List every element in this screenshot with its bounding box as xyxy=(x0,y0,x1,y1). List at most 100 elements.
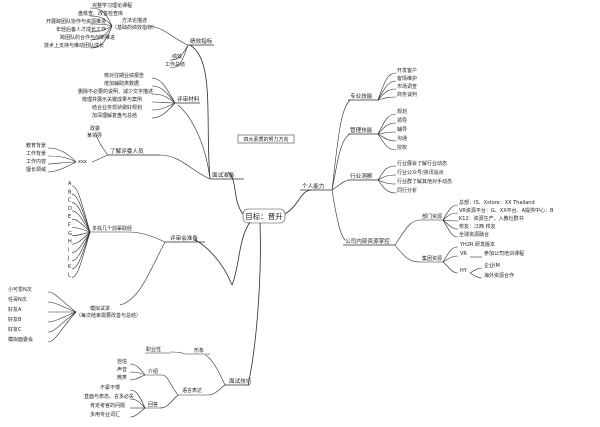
method-line xyxy=(149,25,189,46)
intro-item-line xyxy=(129,371,146,376)
mgmt-label: 管理技能 xyxy=(350,126,373,134)
interview-label: 面试技巧 xyxy=(229,377,252,385)
mgmt-item-line xyxy=(377,133,397,142)
perf-item-line xyxy=(89,25,113,41)
reviewer-item: 工作背景 xyxy=(26,150,46,157)
mock-item: 好友A xyxy=(8,306,22,313)
pro-item-line xyxy=(377,88,397,101)
industry-item-line xyxy=(377,179,397,185)
question-letter: G xyxy=(68,231,72,237)
intro-items: 自信 声音 微笑 xyxy=(117,358,146,381)
review-items: 核对往期业绩报告 增加辅助类数据 删除不必要的说明、减少文字描述 梳理并展示关键… xyxy=(78,72,176,119)
perf-branch-line xyxy=(189,44,211,180)
hy-item-line xyxy=(469,267,483,274)
perf-label: 绩效指标 xyxy=(190,37,213,45)
pro-item-line xyxy=(377,72,397,101)
review-item-line xyxy=(151,93,176,104)
reviewer-item-line xyxy=(47,161,77,173)
review-item-line xyxy=(151,102,176,111)
perf-item: 技术上支持与推动团队成长 xyxy=(44,42,104,49)
group-vr-label: YH2R 研发版本 xyxy=(459,241,495,248)
review-item-line xyxy=(151,77,176,104)
reviewer-item: 教育背景 xyxy=(26,142,46,149)
perf-item-line xyxy=(89,15,113,27)
leaf-line xyxy=(71,202,91,233)
internal-label: 公司内部资源掌控 xyxy=(345,237,390,245)
group-label: 集团资源 xyxy=(422,255,442,262)
pro-item-line xyxy=(377,80,397,101)
mgmt-branch-line xyxy=(331,133,351,191)
question-letter: I xyxy=(68,247,69,253)
image-line xyxy=(204,354,226,386)
pro-label: 专业技能 xyxy=(350,92,373,100)
mgmt-item-line xyxy=(377,131,397,135)
note-label: 四大素质的努力方向 xyxy=(243,136,288,143)
intro-item: 微笑 xyxy=(117,374,127,381)
industry-label: 行业洞察 xyxy=(350,172,373,180)
center-node: 目标：晋升 xyxy=(245,211,283,221)
reviewer-side-line xyxy=(91,154,109,163)
pro-items: 开发客户 客情维护 市场调查 商务谈判 xyxy=(377,67,417,101)
answer-item: 不紧不慢 xyxy=(100,384,120,391)
industry-items: 行业展会了解行业动态 行业公众号/资讯站点 行业群了解其他对手动态 同行分析 xyxy=(377,160,452,194)
answer-item-line xyxy=(129,398,146,409)
intro-line xyxy=(161,374,179,396)
question-letter: K xyxy=(68,264,72,270)
pro-item: 市场调查 xyxy=(397,83,417,90)
intro-item: 声音 xyxy=(117,366,127,373)
hy-item: 海外资源合作 xyxy=(484,272,514,279)
dept-item: 全球资源融合 xyxy=(459,231,489,238)
question-letter: J xyxy=(67,256,69,262)
mgmt-item: 沟通 xyxy=(397,135,407,142)
dept-items: 总部：IS、Xstore：XX Thailand VR资源平台：G、XX平台、A… xyxy=(442,199,554,238)
leaf-line xyxy=(71,210,91,233)
leaf-line xyxy=(71,227,91,233)
intro-item-line xyxy=(129,374,146,381)
review-item: 结合业务现状做好规划 xyxy=(92,104,142,111)
mgmt-items: 规划 领导 辅导 沟通 授权 xyxy=(377,108,407,151)
review-item: 删除不必要的说明、减少文字描述 xyxy=(78,88,153,95)
review-item: 核对往期业绩报告 xyxy=(104,72,144,79)
method-label-2: （基础的绩效指标） xyxy=(112,24,157,31)
leaf-line xyxy=(47,311,77,323)
leaf-line xyxy=(47,291,77,313)
question-letter: A xyxy=(68,181,72,187)
mock-label-1: 模拟试讲 xyxy=(90,305,110,312)
dept-item: 总部：IS、Xstore：XX Thailand xyxy=(459,199,535,206)
image-item-line xyxy=(169,351,186,355)
leaf-line xyxy=(71,185,91,233)
perf-item-line xyxy=(89,7,113,27)
dept-item: 校友：江西 校友 xyxy=(459,223,496,230)
perf-item-line xyxy=(169,44,189,61)
mgmt-item-line xyxy=(377,133,397,151)
dept-item-line xyxy=(442,204,459,221)
review-item: 增加辅助类数据 xyxy=(104,80,139,87)
dept-label: 部门资源 xyxy=(422,213,442,220)
question-letter: L xyxy=(68,272,71,278)
reviewer-top-line xyxy=(95,133,109,156)
leaf-line xyxy=(71,194,91,233)
leaf-line xyxy=(71,231,91,278)
hy-item: 企业IM xyxy=(484,262,500,269)
group-hy: HY xyxy=(460,268,468,274)
answer-items: 不紧不慢 直面与表态、言多必失 肯定考官的问题 多用专业词汇 xyxy=(84,384,146,418)
group-line xyxy=(394,244,421,263)
questions-label: 多找几个前辈取经 xyxy=(92,225,132,232)
center-node-box xyxy=(242,208,286,224)
perf-item-line xyxy=(89,25,113,33)
industry-item: 行业群了解其他对手动态 xyxy=(397,178,452,185)
reviewer-top2: 某领导 xyxy=(87,132,102,139)
dept-item-line xyxy=(442,219,459,238)
mock-item: 小可爱N次 xyxy=(8,286,32,293)
industry-item: 行业展会了解行业动态 xyxy=(397,160,447,167)
note-box xyxy=(237,134,295,144)
question-letter: E xyxy=(68,214,71,220)
branch-line-prep xyxy=(227,171,244,215)
hy-item-line xyxy=(469,272,483,279)
group-vr-detail: 参加公司培训课程 xyxy=(484,250,524,257)
pro-branch-line xyxy=(331,99,351,191)
perf-item: 跨团队的合作与创新推进 xyxy=(60,34,115,41)
